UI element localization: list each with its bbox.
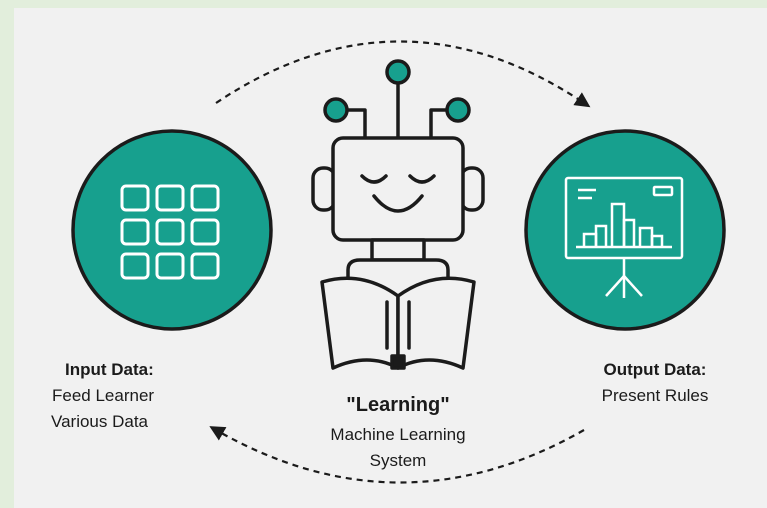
antenna-node-top <box>385 59 411 85</box>
open-book <box>320 276 476 370</box>
output-title: Output Data: <box>603 360 707 379</box>
bottom-cycle-arrow <box>209 426 585 484</box>
top-cycle-arrow <box>215 40 591 108</box>
input-circle <box>71 129 273 331</box>
data-grid-icon <box>120 184 220 280</box>
robot-head <box>331 136 465 242</box>
learning-line-2: System <box>369 451 427 470</box>
robot-face <box>360 174 436 213</box>
presentation-chart-icon <box>564 176 684 298</box>
input-circle-bg <box>71 129 273 331</box>
input-title: Input Data: <box>65 360 154 379</box>
antenna-node-right <box>445 97 471 123</box>
input-line-2: Various Data <box>51 412 149 431</box>
input-line-1: Feed Learner <box>52 386 155 405</box>
output-line-1: Present Rules <box>601 386 709 405</box>
robot-reading-book-icon <box>311 59 485 370</box>
robot-neck <box>370 238 426 262</box>
learning-line-1: Machine Learning <box>330 425 466 444</box>
robot-body <box>346 258 450 285</box>
output-circle <box>524 129 726 331</box>
learning-title: "Learning" <box>346 394 450 416</box>
antenna-node-left <box>323 97 349 123</box>
robot-antennas <box>343 80 453 140</box>
